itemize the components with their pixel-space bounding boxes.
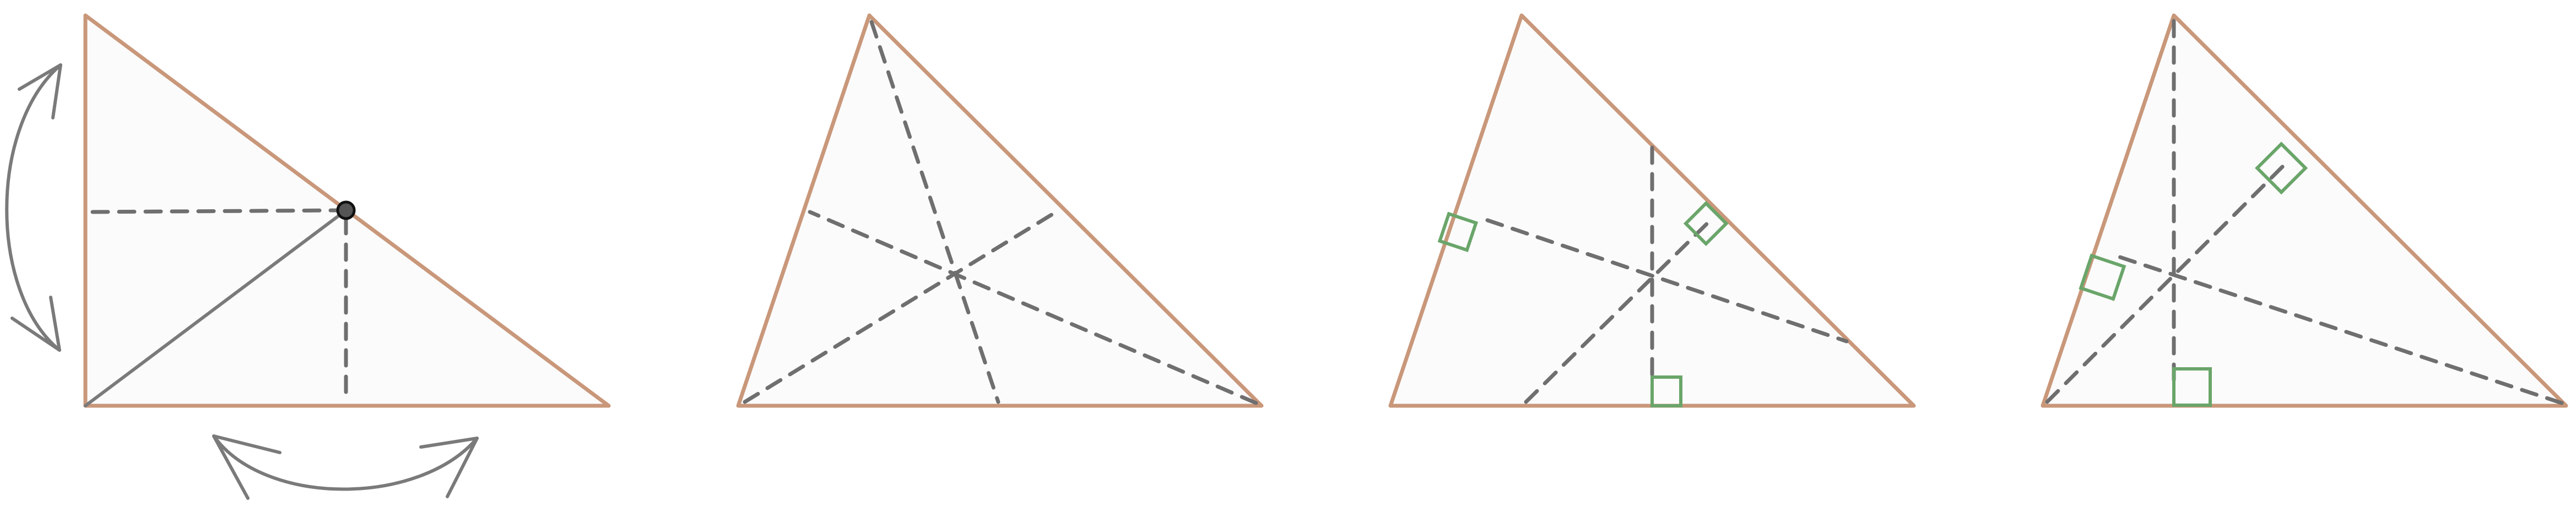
- median-segment: [84, 209, 348, 407]
- figure-altitudes: [2041, 13, 2568, 408]
- right-angle-base: [1650, 375, 1682, 407]
- right-angle-left-side: [1437, 211, 1479, 253]
- figure-medians: [736, 13, 1264, 408]
- arrowhead-bottom: [10, 296, 61, 352]
- triangle-altitudes: [2041, 13, 2568, 408]
- triangle-medians: [736, 13, 1264, 408]
- arrowhead-top: [18, 63, 62, 119]
- figure-fold: [5, 13, 611, 500]
- fold-arrow-vertical: [5, 63, 62, 352]
- arrowhead-right: [419, 437, 479, 498]
- median-from-left: [743, 208, 1061, 404]
- right-angle-right-side: [1683, 201, 1729, 247]
- right-angle-left-foot: [2079, 253, 2126, 301]
- bisector-left-side: [1485, 218, 1849, 344]
- arrowhead-left: [212, 434, 282, 500]
- midpoint-dot: [336, 200, 356, 220]
- altitude-from-left: [2045, 161, 2288, 404]
- altitude-from-right: [2114, 254, 2564, 405]
- fold-line-horizontal: [90, 208, 343, 214]
- figure-perpendicular-bisectors: [1388, 13, 1916, 408]
- right-angle-right-foot: [2255, 141, 2308, 195]
- bisector-right-side: [1524, 215, 1715, 404]
- right-angle-apex-foot: [2172, 367, 2212, 407]
- median-from-right: [808, 210, 1258, 405]
- fold-arrow-horizontal: [212, 434, 479, 491]
- median-from-apex: [869, 20, 1000, 404]
